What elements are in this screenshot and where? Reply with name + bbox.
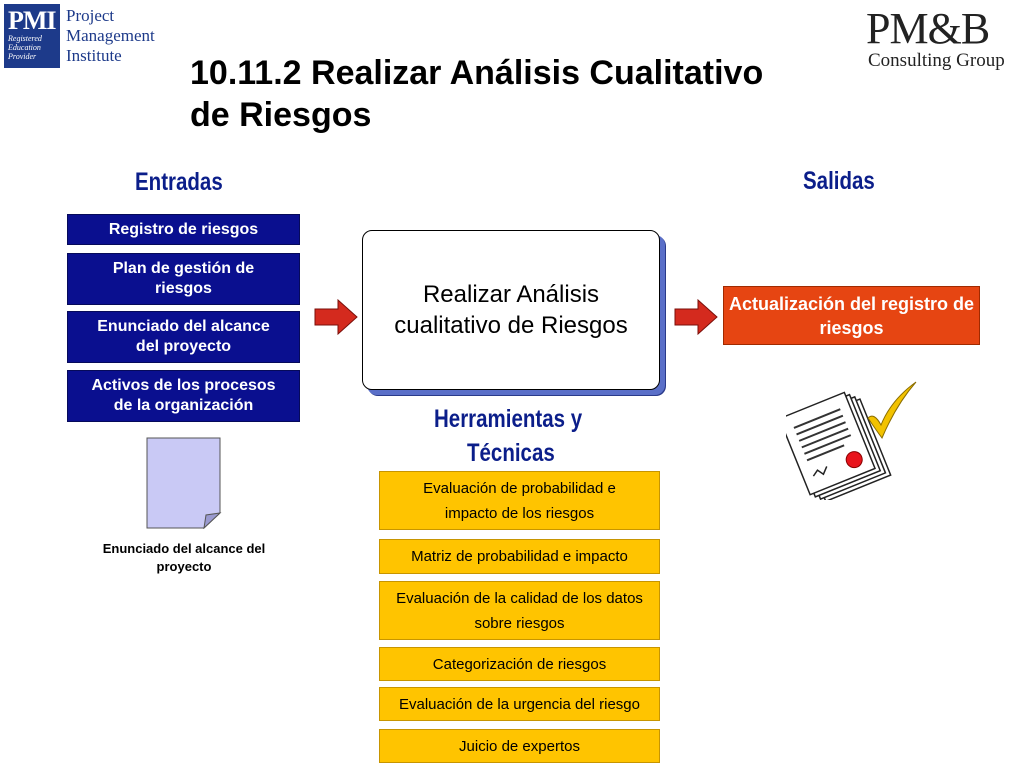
tools-heading-line2: Técnicas — [467, 439, 555, 467]
pmb-logo-sub: Consulting Group — [868, 50, 1005, 71]
input-plan-gestion-riesgos: Plan de gestión de riesgos — [67, 253, 300, 305]
document-caption: Enunciado del alcance del proyecto — [102, 541, 266, 574]
pmi-logo-name: Project Management Institute — [66, 6, 155, 66]
pmi-badge-line: Registered — [8, 34, 42, 43]
output-actualizacion-registro: Actualización del registro de riesgos — [723, 286, 980, 345]
input-enunciado-alcance: Enunciado del alcance del proyecto — [67, 311, 300, 363]
tool-categorizacion-riesgos: Categorización de riesgos — [379, 647, 660, 681]
pmi-name-line: Management — [66, 26, 155, 45]
document-icon — [146, 437, 222, 529]
pmi-badge-line: Provider — [8, 52, 37, 61]
tool-evaluacion-probabilidad-impacto: Evaluación de probabilidad e impacto de … — [379, 471, 660, 530]
pmi-logo-mark: PMI Registered Education Provider — [4, 4, 60, 68]
process-box: Realizar Análisis cualitativo de Riesgos — [362, 230, 660, 390]
input-registro-de-riesgos: Registro de riesgos — [67, 214, 300, 245]
inputs-heading: Entradas — [135, 168, 223, 196]
pmi-name-line: Project — [66, 6, 115, 25]
pmi-logo-letters: PMI — [8, 6, 57, 35]
pmi-logo-badge: Registered Education Provider — [8, 34, 42, 61]
tool-matriz-probabilidad-impacto: Matriz de probabilidad e impacto — [379, 539, 660, 574]
tool-evaluacion-calidad-datos: Evaluación de la calidad de los datos so… — [379, 581, 660, 640]
input-activos-procesos: Activos de los procesos de la organizaci… — [67, 370, 300, 422]
pmi-logo: PMI Registered Education Provider Projec… — [4, 4, 155, 68]
tool-evaluacion-urgencia: Evaluación de la urgencia del riesgo — [379, 687, 660, 721]
tools-heading-line1: Herramientas y — [434, 405, 583, 433]
pmb-logo-main: PM&B — [866, 4, 990, 53]
pmi-badge-line: Education — [8, 43, 41, 52]
slide-title-line2: de Riesgos — [190, 96, 372, 134]
certificate-checkmark-icon — [786, 381, 917, 500]
pmb-logo: PM&B Consulting Group — [866, 6, 1016, 72]
right-arrow-icon — [674, 299, 718, 335]
slide-title-line1: 10.11.2 Realizar Análisis Cualitativo — [190, 54, 764, 92]
outputs-heading: Salidas — [803, 167, 875, 195]
pmi-name-line: Institute — [66, 46, 122, 65]
right-arrow-icon — [314, 299, 358, 335]
tool-juicio-expertos: Juicio de expertos — [379, 729, 660, 763]
slide-title: 10.11.2 Realizar Análisis Cualitativo de… — [190, 52, 870, 136]
